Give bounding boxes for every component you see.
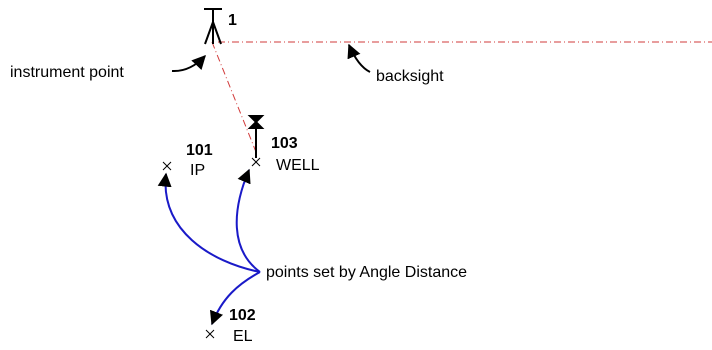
point-101-marker <box>162 161 172 171</box>
instrument-point-label: instrument point <box>10 64 124 81</box>
point-101-number: 101 <box>186 142 213 159</box>
callout-curve-to-103 <box>235 168 261 273</box>
instrument-point-arrow <box>171 54 206 73</box>
backsight-label: backsight <box>376 68 444 85</box>
point-102-marker <box>205 329 215 339</box>
sight-line-to-103 <box>211 41 257 153</box>
point-102-code: EL <box>233 328 253 345</box>
callout-curve-to-101 <box>157 172 261 273</box>
well-symbol-icon <box>247 115 265 158</box>
tripod-icon <box>204 8 222 45</box>
point-102-number: 102 <box>229 307 256 324</box>
backsight-arrow <box>347 43 371 73</box>
instrument-number: 1 <box>228 12 237 29</box>
point-101-code: IP <box>190 162 205 179</box>
point-103-code: WELL <box>276 157 320 174</box>
callout-curve-to-102 <box>209 271 261 326</box>
point-103-number: 103 <box>271 135 298 152</box>
callout-label: points set by Angle Distance <box>266 264 467 281</box>
point-103-marker <box>251 157 261 167</box>
